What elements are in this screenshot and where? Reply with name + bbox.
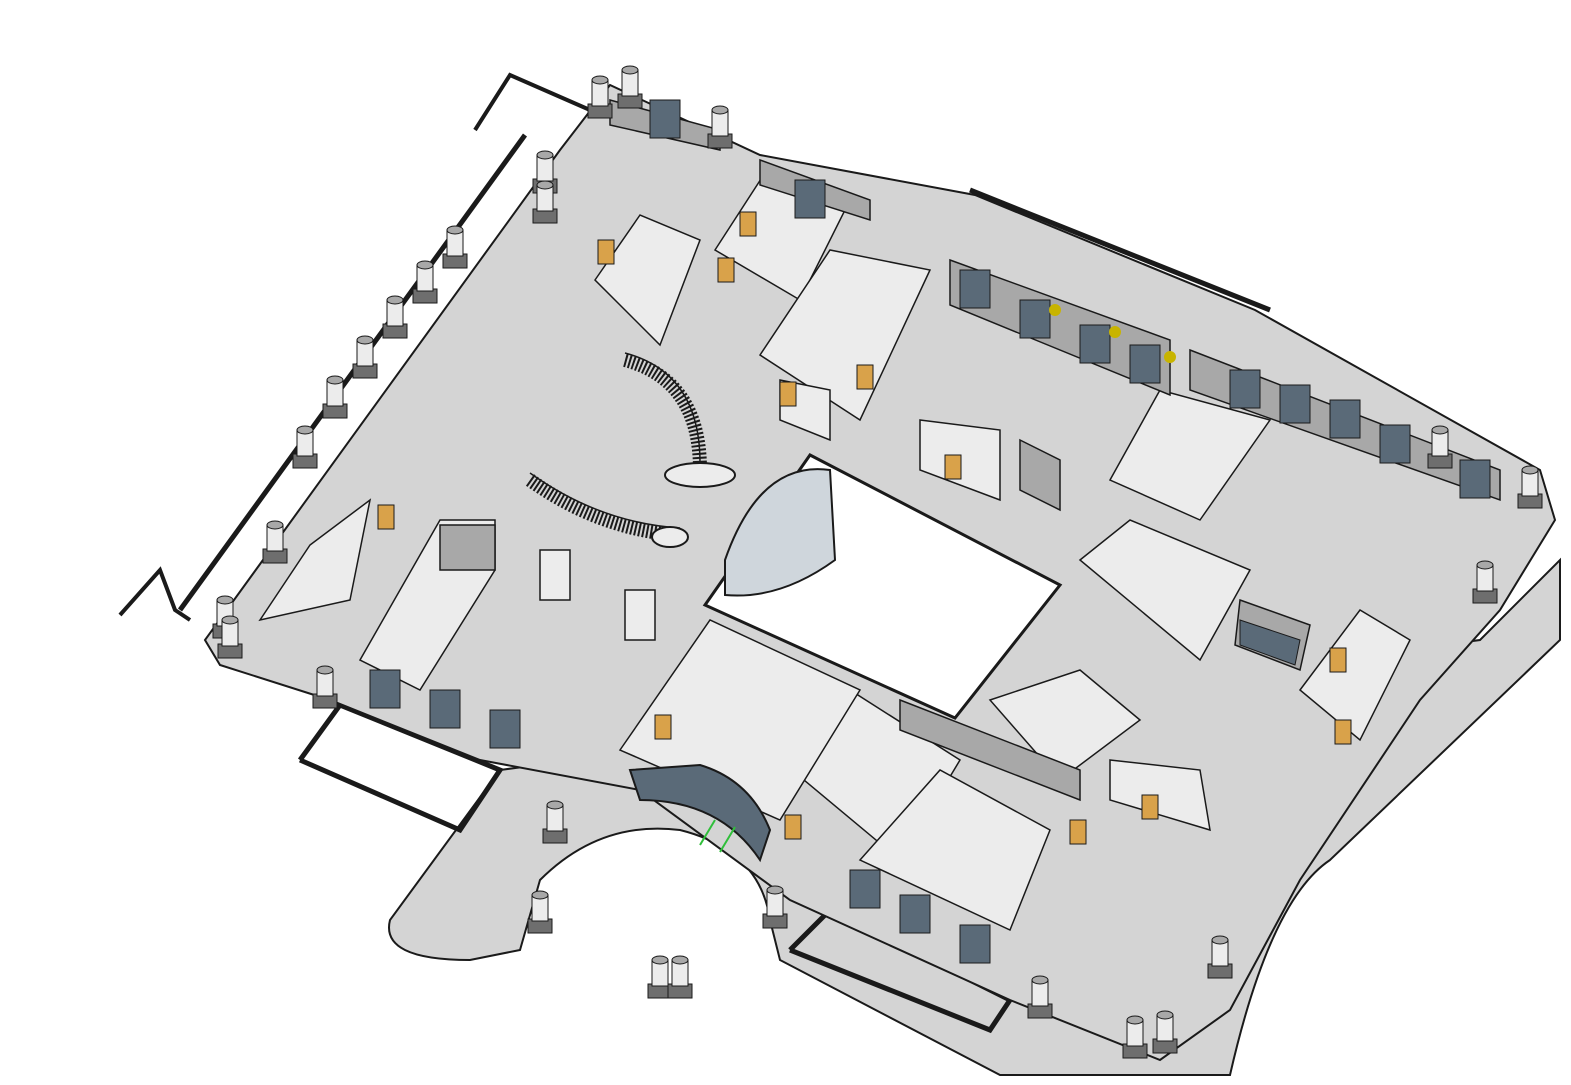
column-capital bbox=[766, 885, 784, 895]
wall-segment bbox=[1019, 438, 1061, 512]
planter-wall bbox=[297, 701, 504, 834]
window bbox=[794, 179, 826, 219]
window bbox=[1279, 384, 1311, 424]
terrace-rail bbox=[969, 187, 1271, 313]
plant bbox=[1109, 326, 1121, 338]
door bbox=[784, 814, 802, 840]
entrance-glazing bbox=[628, 763, 772, 863]
door bbox=[739, 211, 757, 237]
column-capital bbox=[651, 955, 669, 965]
plant bbox=[1164, 351, 1176, 363]
column-capital bbox=[711, 105, 729, 115]
door bbox=[944, 454, 962, 480]
column-capital bbox=[591, 75, 609, 85]
window bbox=[1019, 299, 1051, 339]
column-capital bbox=[266, 520, 284, 530]
column-capital bbox=[386, 295, 404, 305]
room-walls bbox=[1078, 519, 1252, 662]
site-wall bbox=[118, 566, 192, 622]
window bbox=[1379, 424, 1411, 464]
window-band bbox=[1239, 619, 1301, 666]
column-capital bbox=[326, 375, 344, 385]
column-capital bbox=[221, 615, 239, 625]
pier bbox=[539, 549, 571, 601]
door bbox=[654, 714, 672, 740]
stair-rail bbox=[529, 472, 681, 529]
column-capital bbox=[1211, 935, 1229, 945]
column-capital bbox=[1431, 425, 1449, 435]
window bbox=[899, 894, 931, 934]
stair-rail bbox=[624, 352, 701, 464]
column-capital bbox=[296, 425, 314, 435]
room-walls bbox=[258, 498, 372, 622]
column-capital bbox=[1476, 560, 1494, 570]
window bbox=[649, 99, 681, 139]
grid-line bbox=[719, 826, 736, 853]
column-capital bbox=[1521, 465, 1539, 475]
wall-segment bbox=[899, 698, 1081, 802]
exterior-columns bbox=[212, 65, 1543, 1059]
pier bbox=[624, 589, 656, 641]
door bbox=[1069, 819, 1087, 845]
window bbox=[1129, 344, 1161, 384]
column-capital bbox=[446, 225, 464, 235]
door bbox=[377, 504, 395, 530]
room-walls bbox=[1108, 389, 1272, 521]
window bbox=[1329, 399, 1361, 439]
plant bbox=[1049, 304, 1061, 316]
window bbox=[489, 709, 521, 749]
room-walls bbox=[594, 214, 701, 347]
door bbox=[1334, 719, 1352, 745]
doors bbox=[377, 211, 1352, 845]
column-capital bbox=[1031, 975, 1049, 985]
column-capital bbox=[531, 890, 549, 900]
column-capital bbox=[546, 800, 564, 810]
glass-rotunda bbox=[724, 468, 837, 597]
room-walls bbox=[1109, 759, 1211, 832]
curtain-windows bbox=[369, 99, 1491, 964]
curved-staircases bbox=[525, 352, 736, 548]
door bbox=[1329, 647, 1347, 673]
column-capital bbox=[356, 335, 374, 345]
column-capital bbox=[671, 955, 689, 965]
column-capital bbox=[316, 665, 334, 675]
door bbox=[1141, 794, 1159, 820]
window bbox=[959, 269, 991, 309]
door bbox=[856, 364, 874, 390]
door bbox=[717, 257, 735, 283]
door bbox=[779, 381, 797, 407]
wall-segment bbox=[949, 258, 1171, 397]
grid-line bbox=[699, 819, 716, 846]
column-capital bbox=[1126, 1015, 1144, 1025]
window bbox=[849, 869, 881, 909]
column-capital bbox=[416, 260, 434, 270]
site-wall bbox=[473, 72, 591, 132]
column-capital bbox=[536, 150, 554, 160]
stair-landing bbox=[651, 526, 689, 548]
wall-segment bbox=[439, 524, 496, 571]
window bbox=[959, 924, 991, 964]
door bbox=[597, 239, 615, 265]
room-walls bbox=[858, 769, 1051, 932]
column-capital bbox=[536, 180, 554, 190]
window bbox=[1229, 369, 1261, 409]
stair-landing bbox=[664, 462, 736, 488]
column-capital bbox=[1156, 1010, 1174, 1020]
window bbox=[1079, 324, 1111, 364]
window bbox=[429, 689, 461, 729]
column-capital bbox=[621, 65, 639, 75]
window bbox=[1459, 459, 1491, 499]
window bbox=[369, 669, 401, 709]
column-capital bbox=[216, 595, 234, 605]
